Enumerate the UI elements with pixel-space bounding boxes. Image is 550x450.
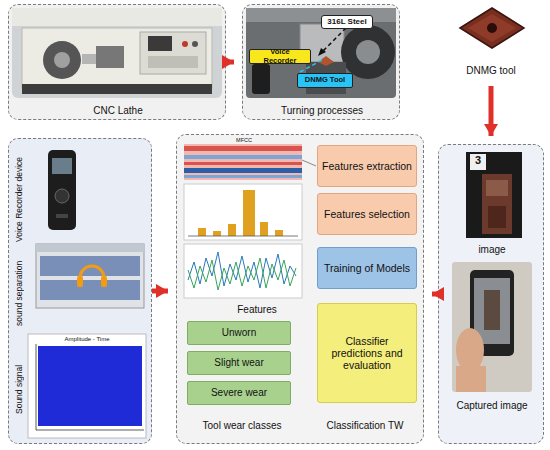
box-label: Features extraction (322, 160, 412, 172)
insert-photo (460, 8, 524, 48)
stage-panel: imageCaptured image (438, 144, 544, 444)
panel-caption: Voice Recorder device (12, 147, 26, 251)
class-box: Unworn (187, 321, 291, 345)
flow-arrow (152, 291, 168, 292)
plot-title: Amplitude - Time (52, 336, 122, 343)
callout-number: 3 (472, 154, 484, 166)
insert-photo (460, 8, 524, 48)
plot-title: MFCC (224, 137, 264, 143)
box-label: 316L Steel (327, 17, 366, 26)
process-box: Classifier predictions and evaluation (317, 303, 417, 403)
flow-arrow-line (226, 60, 234, 65)
box-label: Training of Models (324, 262, 410, 274)
box-label: Severe wear (211, 387, 267, 399)
box-label: Features selection (324, 208, 410, 220)
panel-caption: Captured image (439, 399, 545, 413)
panel-caption: Sound signal (12, 339, 26, 439)
part-label: 316L Steel (321, 15, 373, 29)
flow-arrow (226, 62, 234, 63)
stage-panel: Voice Recorder devicesound separationSou… (8, 138, 152, 444)
process-box: Features extraction (317, 145, 417, 187)
panel-caption: sound separation (12, 251, 26, 335)
stage-panel: FeaturesTool wear classes Classification … (176, 134, 424, 444)
flow-arrow-line (152, 289, 168, 294)
device-label: Voice Recorder (249, 49, 311, 64)
photo-panel: Turning processes 316L SteelVoice Recorde… (242, 4, 400, 120)
insert-photo (487, 23, 497, 33)
panel-caption: Features (207, 303, 307, 317)
box-label: Slight wear (214, 357, 263, 369)
tool-photo: DNMG tool (438, 4, 544, 86)
box-label: Unworn (222, 327, 256, 339)
panel-caption: Classification TW (309, 419, 421, 433)
box-label: Classifier predictions and evaluation (321, 335, 413, 371)
panel-caption: DNMG tool (438, 64, 544, 78)
process-box: Training of Models (317, 247, 417, 289)
panel-caption: image (439, 243, 545, 257)
panel-caption: Turning processes (243, 104, 401, 118)
class-box: Slight wear (187, 351, 291, 375)
panel-caption: CNC Lathe (9, 104, 227, 118)
panel-caption: Tool wear classes (179, 419, 305, 433)
flow-arrow (491, 86, 492, 136)
box-label: Voice Recorder (253, 48, 307, 65)
tool-label: DNMG Tool (297, 73, 353, 88)
process-box: Features selection (317, 193, 417, 235)
insert-photo (468, 14, 516, 42)
photo-panel: CNC Lathe (8, 4, 226, 120)
class-box: Severe wear (187, 381, 291, 405)
box-label: DNMG Tool (305, 76, 345, 85)
flow-arrow-line (489, 86, 494, 136)
